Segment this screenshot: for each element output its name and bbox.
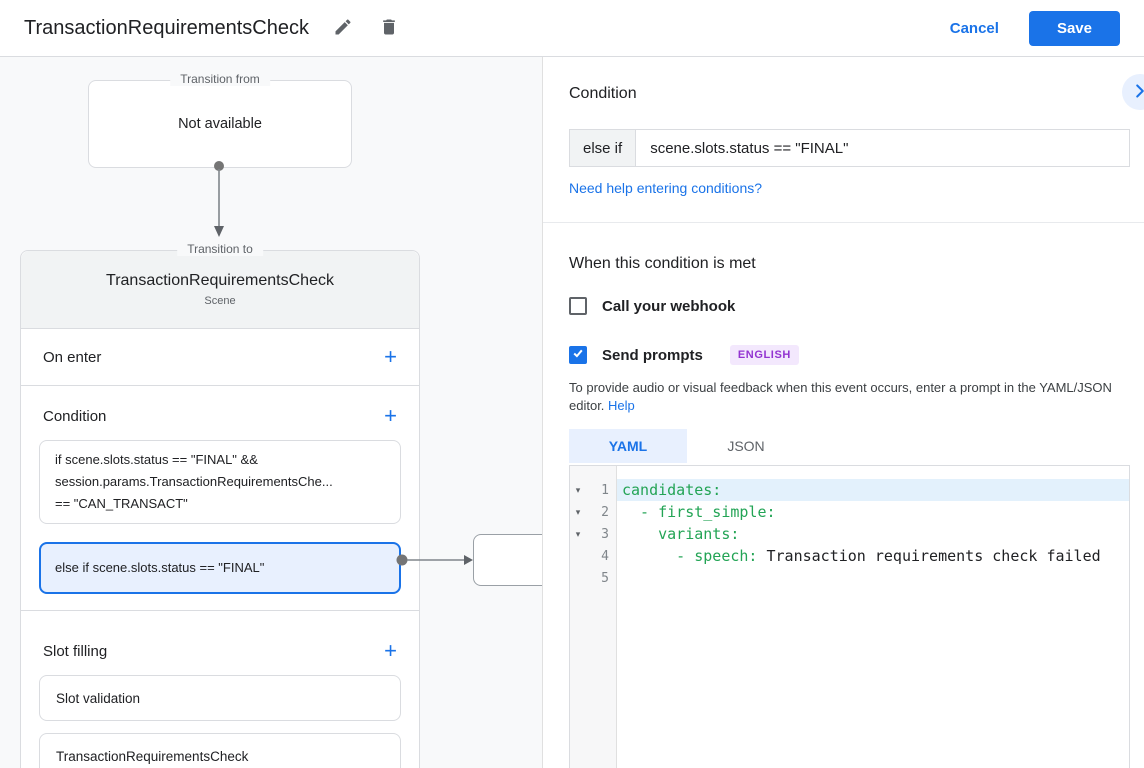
top-bar: TransactionRequirementsCheck Cancel Save xyxy=(0,0,1144,57)
condition-expression-input[interactable] xyxy=(635,129,1130,167)
transition-from-legend: Transition from xyxy=(170,72,270,86)
editor-code-area[interactable]: candidates: - first_simple: variants: - … xyxy=(617,466,1129,768)
slot-item[interactable]: TransactionRequirementsCheck xyxy=(39,733,401,768)
condition-section-label: Condition xyxy=(43,407,107,425)
code-token-plain: Transaction requirements check failed xyxy=(757,547,1101,565)
tab-yaml[interactable]: YAML xyxy=(569,429,687,463)
line-number: 1 xyxy=(601,482,609,498)
trash-icon xyxy=(379,17,399,40)
transition-arrow-icon xyxy=(214,161,224,237)
send-prompts-label: Send prompts xyxy=(602,346,703,364)
fold-icon[interactable]: ▾ xyxy=(575,506,581,517)
send-prompts-row: Send prompts ENGLISH xyxy=(569,345,1118,365)
panel-title: Condition xyxy=(569,85,637,102)
condition-section: Condition + if scene.slots.status == "FI… xyxy=(21,386,419,611)
condition-help-link[interactable]: Need help entering conditions? xyxy=(569,180,763,196)
send-prompts-checkbox[interactable] xyxy=(569,346,587,364)
transition-to-legend: Transition to xyxy=(177,242,263,256)
cancel-button[interactable]: Cancel xyxy=(949,19,999,37)
line-number: 4 xyxy=(601,548,609,564)
condition-prefix-label: else if xyxy=(569,129,636,167)
save-button[interactable]: Save xyxy=(1028,10,1120,46)
transition-from-box: Transition from Not available xyxy=(88,72,352,168)
call-webhook-label: Call your webhook xyxy=(602,297,736,315)
scene-flow-canvas[interactable]: Transition from Not available Transition… xyxy=(0,57,542,768)
panel-divider xyxy=(543,222,1144,223)
line-number: 5 xyxy=(601,570,609,586)
line-number: 3 xyxy=(601,526,609,542)
collapse-panel-button[interactable] xyxy=(1122,74,1144,110)
transition-target-node[interactable] xyxy=(473,534,542,586)
code-line[interactable]: candidates: xyxy=(617,479,1129,501)
code-token-key: - speech: xyxy=(622,547,758,565)
slot-item[interactable]: Slot validation xyxy=(39,675,401,721)
code-line[interactable] xyxy=(617,567,1129,589)
condition-item-selected[interactable]: else if scene.slots.status == "FINAL" xyxy=(39,542,401,594)
code-token-key: - first_simple: xyxy=(622,503,776,521)
line-number: 2 xyxy=(601,504,609,520)
page-title: TransactionRequirementsCheck xyxy=(24,16,309,39)
gutter-row: ▾3 xyxy=(570,523,616,545)
code-line[interactable]: - first_simple: xyxy=(617,501,1129,523)
webhook-row: Call your webhook xyxy=(569,297,1118,315)
condition-details-panel: Condition else if Need help entering con… xyxy=(542,57,1144,768)
slot-filling-section-label: Slot filling xyxy=(43,642,108,660)
chevron-right-icon xyxy=(1129,80,1144,105)
add-slot-button[interactable]: + xyxy=(384,638,397,663)
prompt-editor-description: To provide audio or visual feedback when… xyxy=(569,379,1118,415)
when-met-title: When this condition is met xyxy=(569,255,756,272)
on-enter-row[interactable]: On enter + xyxy=(21,329,419,386)
help-link[interactable]: Help xyxy=(608,398,635,413)
checkmark-icon xyxy=(572,346,584,364)
code-line[interactable]: - speech: Transaction requirements check… xyxy=(617,545,1129,567)
code-line[interactable]: variants: xyxy=(617,523,1129,545)
on-enter-label: On enter xyxy=(43,348,102,366)
add-condition-button[interactable]: + xyxy=(384,403,397,428)
code-token-key: candidates: xyxy=(622,481,722,499)
scene-card: Transition to TransactionRequirementsChe… xyxy=(20,242,420,768)
scene-card-header[interactable]: TransactionRequirementsCheck Scene xyxy=(21,251,419,329)
condition-expression-row: else if xyxy=(569,129,1130,167)
condition-item-line: == "CAN_TRANSACT" xyxy=(55,496,188,511)
transition-from-content: Not available xyxy=(178,116,262,132)
scene-type-label: Scene xyxy=(204,295,236,307)
edit-title-button[interactable] xyxy=(331,16,355,40)
scene-name: TransactionRequirementsCheck xyxy=(106,272,334,289)
gutter-row: ▾1 xyxy=(570,479,616,501)
language-badge: ENGLISH xyxy=(729,345,799,365)
condition-item[interactable]: if scene.slots.status == "FINAL" && sessi… xyxy=(39,440,401,524)
condition-transition-connector xyxy=(396,554,473,566)
condition-item-line: else if scene.slots.status == "FINAL" xyxy=(55,560,265,575)
description-text: To provide audio or visual feedback when… xyxy=(569,380,1112,413)
code-token-key: variants: xyxy=(622,525,740,543)
fold-icon[interactable]: ▾ xyxy=(575,484,581,495)
delete-scene-button[interactable] xyxy=(377,16,401,40)
gutter-row: 4 xyxy=(570,545,616,567)
pencil-icon xyxy=(333,17,353,40)
add-on-enter-button[interactable]: + xyxy=(384,344,397,369)
fold-icon[interactable]: ▾ xyxy=(575,528,581,539)
tab-json[interactable]: JSON xyxy=(687,429,805,463)
condition-item-line: if scene.slots.status == "FINAL" && xyxy=(55,452,258,467)
gutter-row: 5 xyxy=(570,567,616,589)
call-webhook-checkbox[interactable] xyxy=(569,297,587,315)
condition-item-line: session.params.TransactionRequirementsCh… xyxy=(55,474,333,489)
gutter-row: ▾2 xyxy=(570,501,616,523)
